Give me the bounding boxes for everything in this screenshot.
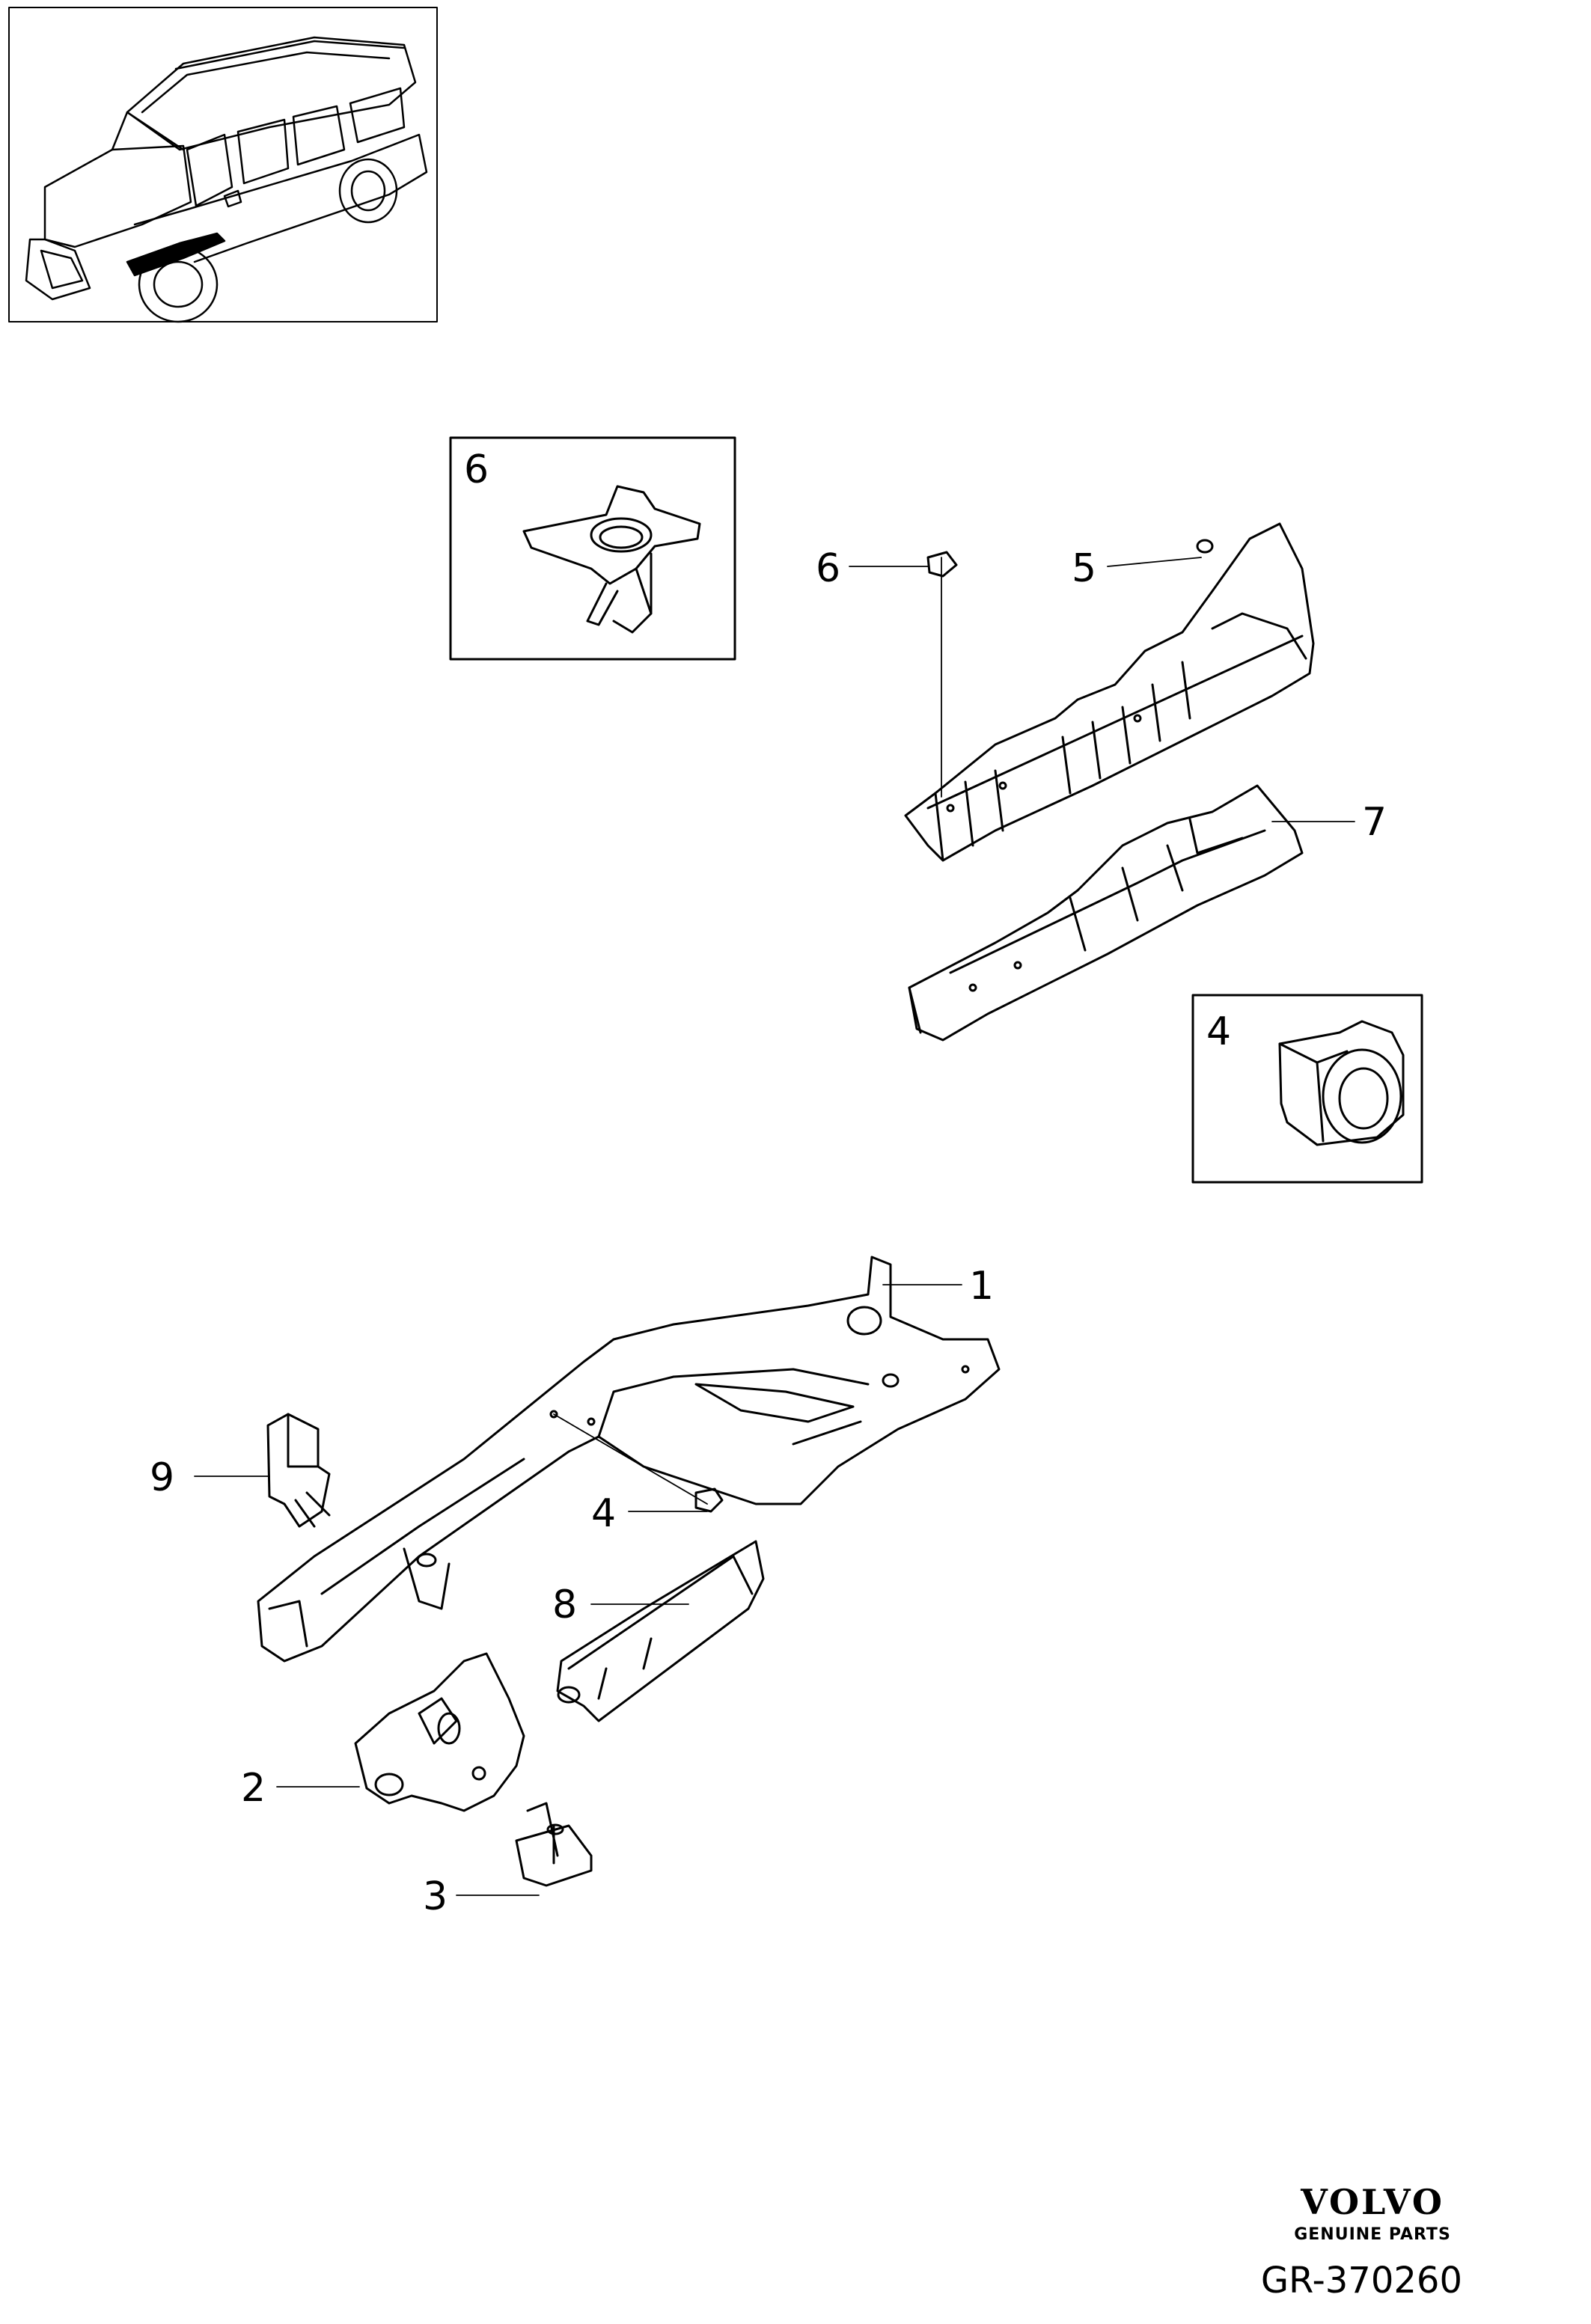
locator-frame — [8, 7, 438, 322]
clip-nut-detail-icon — [522, 485, 701, 634]
upper-rail-5 — [904, 522, 1315, 862]
volvo-logo: VOLVO — [1301, 2182, 1444, 2222]
callout-3: 3 — [423, 1874, 448, 1919]
callout-5: 5 — [1072, 546, 1096, 591]
brand-block: VOLVO GENUINE PARTS — [1275, 2185, 1470, 2244]
inset-part-4 — [1191, 994, 1423, 1184]
stub-member-8 — [556, 1540, 765, 1722]
clip-nut-6 — [926, 551, 958, 578]
callout-7: 7 — [1362, 800, 1387, 845]
weld-nut-detail-icon — [1278, 1020, 1405, 1146]
bracket-9 — [266, 1413, 331, 1528]
bracket-3 — [515, 1802, 593, 1887]
car-outline-icon — [25, 36, 428, 323]
vehicle-locator — [8, 7, 438, 323]
brand-tagline: GENUINE PARTS — [1294, 2225, 1451, 2244]
callout-inset-4: 4 — [1206, 1009, 1231, 1054]
leader-lines — [194, 557, 1355, 1896]
reinforcement-2 — [354, 1652, 525, 1812]
leader-4 — [553, 1413, 708, 1512]
leader-5 — [1107, 557, 1202, 567]
callout-labels: 6 5 7 4 6 1 9 4 8 2 3 — [150, 447, 1387, 1919]
inset-part-6 — [449, 436, 736, 661]
inset-frame — [449, 436, 736, 661]
callout-6: 6 — [816, 546, 840, 591]
inset-frame-4 — [1191, 994, 1423, 1184]
callout-8: 8 — [552, 1583, 577, 1627]
callout-4: 4 — [591, 1491, 616, 1536]
callout-inset-6: 6 — [464, 447, 489, 492]
leader-6 — [849, 557, 942, 798]
front-member-1 — [257, 1256, 1001, 1663]
callout-1: 1 — [969, 1264, 994, 1309]
drawing-number: GR-370260 — [1260, 2260, 1462, 2302]
callout-9: 9 — [150, 1455, 174, 1500]
callout-2: 2 — [241, 1766, 266, 1811]
highlighted-member-icon — [126, 232, 226, 277]
upper-member-7 — [908, 784, 1304, 1042]
weld-nut-4 — [694, 1487, 724, 1513]
